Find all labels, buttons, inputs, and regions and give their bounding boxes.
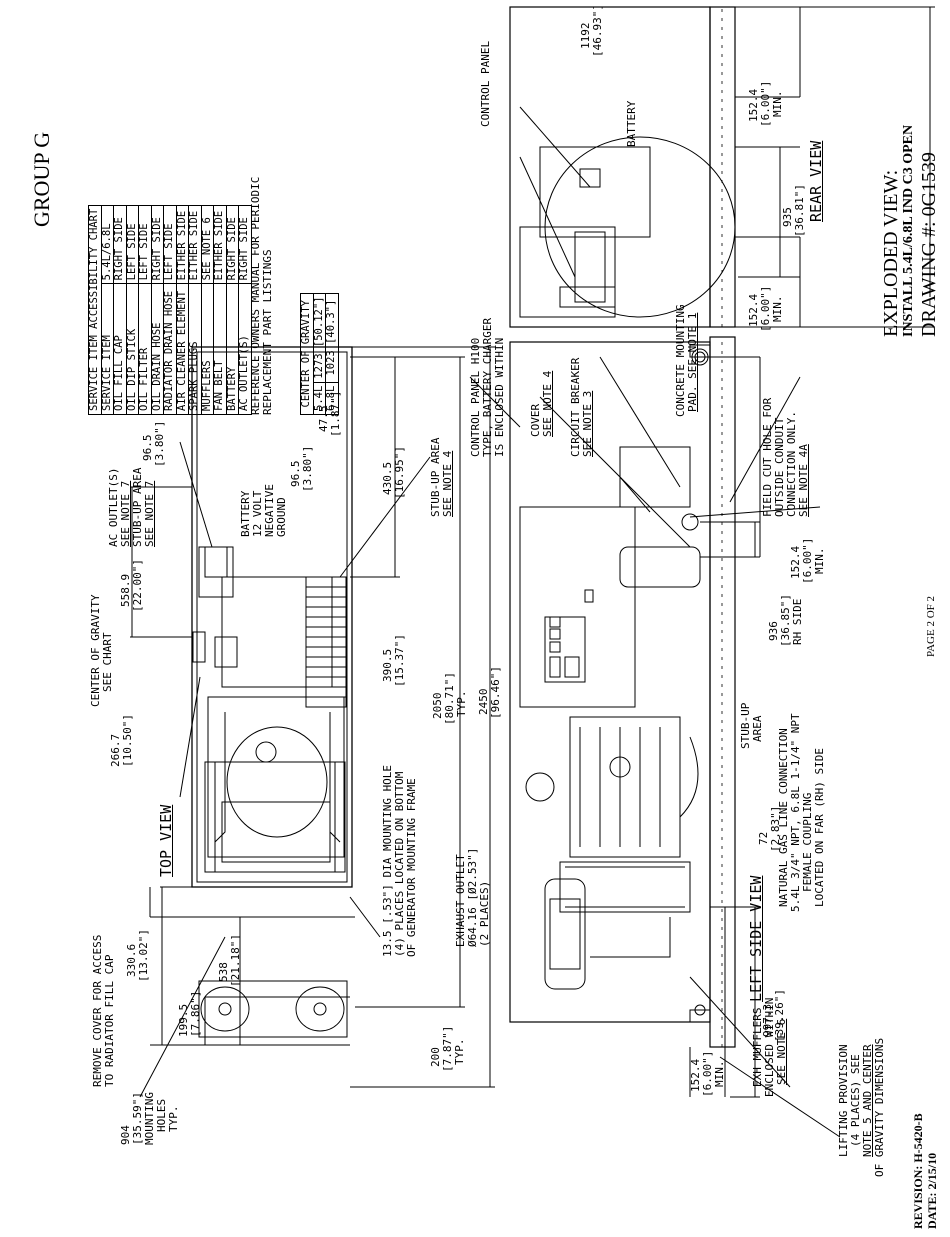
lifting-label-4: OF GRAVITY DIMENSIONS: [873, 1037, 886, 1177]
dim-96b-in: [3.80"]: [301, 445, 314, 492]
exhaust-outlet-label-3: (2 PLACES): [478, 880, 491, 947]
date: DATE: 2/15/10: [925, 1152, 939, 1229]
control-panel-label: CONTROL PANEL: [479, 40, 492, 127]
dim-152a-min: MIN.: [713, 1060, 726, 1088]
dim-904-label3: TYP.: [167, 1105, 180, 1133]
rear-view-title: REAR VIEW: [807, 140, 825, 222]
control-panel-h100-3: IS ENCLOSED WITHIN: [493, 337, 506, 457]
concrete-pad-label-2: PAD. SEE NOTE 1: [686, 312, 699, 412]
chart-header-item: SERVICE ITEM: [101, 283, 114, 415]
cover-label-2: SEE NOTE 4: [541, 370, 554, 437]
dim-1192-in: [46.93"]: [591, 4, 604, 57]
dim-538-in: [21.18"]: [229, 934, 242, 987]
dim-199-in: [7.86"]: [189, 990, 202, 1037]
stub-up-area-2: AREA: [751, 715, 764, 743]
exploded-view-title: EXPLODED VIEW:: [880, 169, 902, 337]
reference-note-2: REPLACEMENT PART LISTINGS: [261, 249, 274, 415]
dim-935-in: [36.81"]: [793, 184, 806, 237]
dim-72-in: [2.83"]: [769, 805, 782, 852]
dim-390-in: [15.37"]: [393, 634, 406, 687]
field-cut-label-4: SEE NOTE 4A: [797, 444, 810, 517]
service-accessibility-chart: SERVICE ITEM ACCESSIBILITY CHART SERVICE…: [88, 205, 252, 415]
gas-line-label-4: LOCATED ON FAR (RH) SIDE: [813, 748, 826, 907]
dim-2050-typ: TYP.: [455, 690, 468, 718]
group-title: GROUP G: [29, 131, 54, 227]
drawing-number: DRAWING #: 0G1539: [918, 151, 940, 337]
dim-430-in: [16.95"]: [393, 446, 406, 499]
dim-2450-in: [96.46"]: [489, 666, 502, 719]
chart-title: SERVICE ITEM ACCESSIBILITY CHART: [88, 205, 101, 415]
page-number: PAGE 2 OF 2: [925, 595, 937, 657]
dim-475-in: [1.87"]: [329, 390, 342, 437]
top-view-title: TOP VIEW: [157, 804, 175, 877]
chart-header-engine: 5.4L/6.8L: [101, 205, 114, 284]
dim-997-in: [39.26"]: [773, 989, 786, 1042]
dim-96a-in: [3.80"]: [153, 420, 166, 467]
dim-266-in: [10.50"]: [121, 714, 134, 767]
dim-558-in: [22.00"]: [131, 559, 144, 612]
dim-936-rh: RH SIDE: [791, 598, 804, 645]
dim-152d-min: MIN.: [771, 295, 784, 323]
battery-label-4: GROUND: [275, 497, 288, 537]
dim-152c-min: MIN.: [771, 90, 784, 118]
stub-up-7-label-2: SEE NOTE 7: [143, 480, 156, 547]
left-side-view-title: LEFT SIDE VIEW: [747, 875, 765, 1002]
dim-200-typ: TYP.: [453, 1038, 466, 1066]
install-title: INSTALL 5.4L/6.8L IND C3 OPEN: [901, 124, 916, 337]
mounting-hole-label-3: OF GENERATOR MOUNTING FRAME: [405, 778, 418, 957]
revision: REVISION: H-5420-B: [911, 1113, 925, 1229]
cog-title: CENTER OF GRAVITY: [300, 293, 313, 415]
dim-330-in: [13.02"]: [137, 929, 150, 982]
stub-up-4-label-2: SEE NOTE 4: [441, 450, 454, 517]
cog-label-2: SEE CHART: [101, 632, 114, 692]
circuit-breaker-label-2: SEE NOTE 3: [581, 390, 594, 457]
dim-152b-min: MIN.: [813, 547, 826, 575]
remove-cover-label-2: TO RADIATOR FILL CAP: [103, 954, 116, 1087]
battery-label: BATTERY: [625, 100, 638, 147]
